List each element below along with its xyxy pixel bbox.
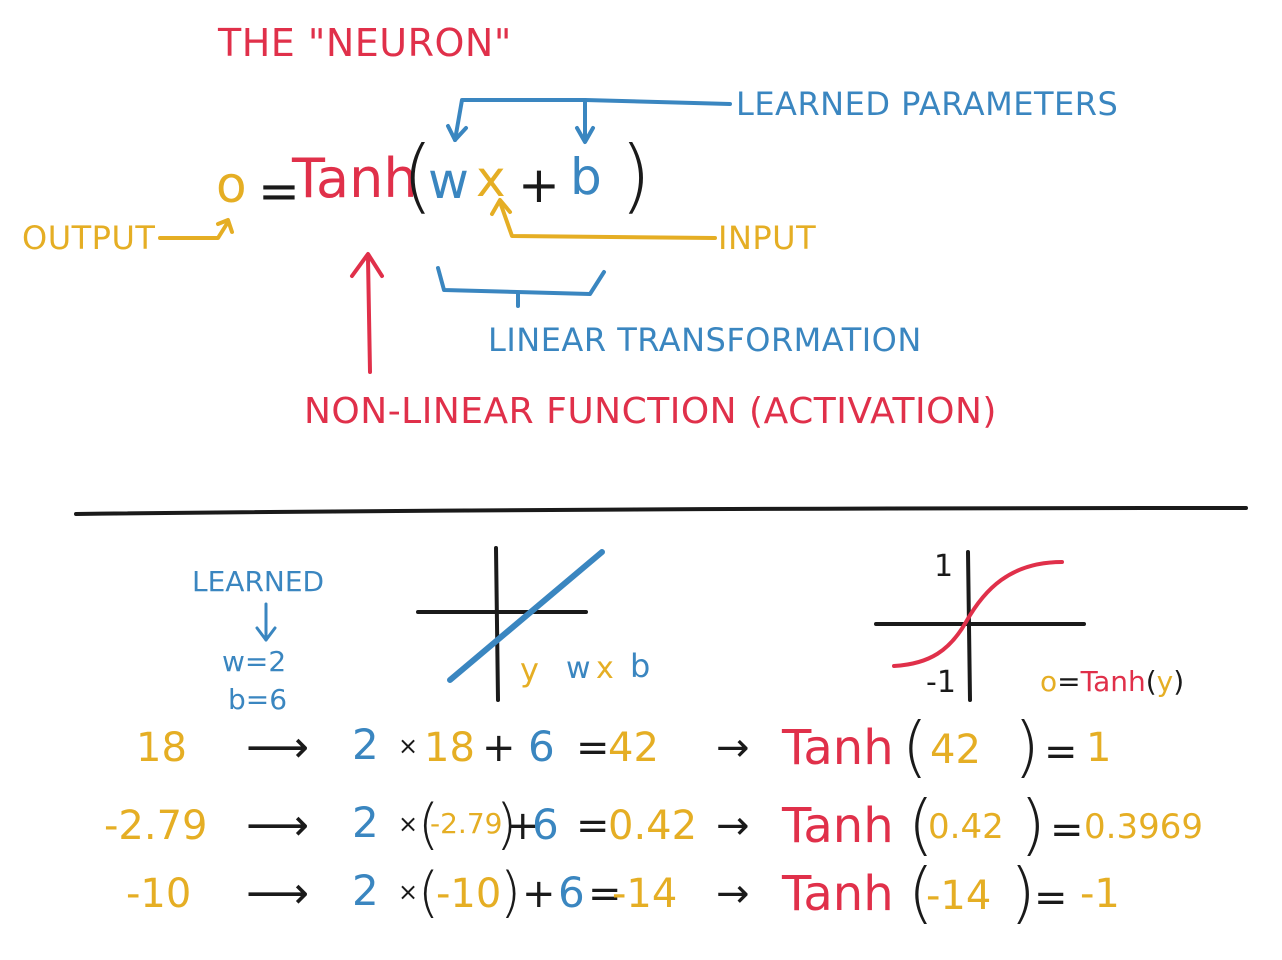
tanh-formula-lparen: ( bbox=[1145, 665, 1157, 698]
example-eq-2: = bbox=[1034, 875, 1068, 921]
section-divider bbox=[74, 506, 1248, 516]
learned-parameters-label: LEARNED PARAMETERS bbox=[736, 85, 1119, 123]
equation-plus: + bbox=[518, 156, 560, 214]
example-tanh: Tanh bbox=[782, 720, 894, 776]
example-inner-lparen: ( bbox=[908, 786, 934, 863]
example-input: 18 bbox=[136, 725, 187, 771]
example-weight: 2 bbox=[352, 720, 379, 769]
output-label: OUTPUT bbox=[22, 219, 156, 257]
equation-tanh: Tanh bbox=[292, 147, 418, 210]
linear-graph-b-label: b bbox=[630, 647, 651, 685]
example-bias: 6 bbox=[532, 800, 559, 849]
example-tanh: Tanh bbox=[782, 798, 894, 854]
example-eq-2: = bbox=[1050, 807, 1084, 853]
example-x: 18 bbox=[424, 725, 475, 771]
linear-transformation-label: LINEAR TRANSFORMATION bbox=[488, 321, 922, 359]
tanh-formula-y: y bbox=[1156, 665, 1174, 698]
example-times: × bbox=[398, 810, 419, 838]
example-rparen: ) bbox=[496, 793, 518, 856]
non-linear-function-label: NON-LINEAR FUNCTION (ACTIVATION) bbox=[304, 391, 997, 432]
example-eq-2: = bbox=[1044, 729, 1078, 775]
example-arrow-2: → bbox=[716, 803, 750, 849]
example-bias: 6 bbox=[528, 722, 555, 771]
example-x: -10 bbox=[436, 871, 502, 917]
example-input: -2.79 bbox=[104, 803, 208, 849]
example-output: 1 bbox=[1086, 725, 1112, 771]
tanh-graph-tick-top: 1 bbox=[934, 549, 954, 584]
tanh-formula-o: o bbox=[1040, 665, 1058, 698]
tanh-formula-tanh: Tanh bbox=[1080, 665, 1146, 698]
tanh-graph-tick-bottom: -1 bbox=[926, 665, 956, 700]
example-output: -1 bbox=[1080, 871, 1120, 917]
learned-bias-value: b=6 bbox=[228, 683, 288, 716]
linear-graph-x-label: x bbox=[596, 651, 614, 686]
tanh-formula-rparen: ) bbox=[1173, 665, 1185, 698]
example-eq: = bbox=[576, 803, 610, 849]
example-inner-lparen: ( bbox=[902, 708, 928, 785]
learned-heading: LEARNED bbox=[192, 565, 325, 598]
example-x: -2.79 bbox=[430, 807, 503, 840]
example-inner-rparen: ) bbox=[1014, 708, 1040, 785]
learned-parameters-connector bbox=[446, 98, 732, 144]
equation-right-paren: ) bbox=[620, 129, 652, 222]
example-arrow-2: → bbox=[716, 725, 750, 771]
equation-left-paren: ( bbox=[402, 129, 434, 222]
example-linear: 42 bbox=[608, 725, 659, 771]
example-inner: -14 bbox=[926, 873, 992, 919]
learned-down-arrow bbox=[255, 602, 277, 642]
equation-weight: w bbox=[428, 152, 469, 210]
example-plus: + bbox=[506, 803, 540, 849]
example-inner-lparen: ( bbox=[908, 854, 934, 931]
equation-bias: b bbox=[570, 148, 602, 206]
example-eq: = bbox=[588, 871, 622, 917]
learned-weight-value: w=2 bbox=[222, 645, 287, 678]
output-arrow bbox=[158, 218, 234, 240]
input-label: INPUT bbox=[718, 219, 817, 257]
example-eq: = bbox=[576, 725, 610, 771]
example-arrow: ⟶ bbox=[246, 868, 310, 919]
example-inner: 0.42 bbox=[928, 807, 1004, 847]
activation-arrow bbox=[350, 252, 384, 374]
example-inner-rparen: ) bbox=[1010, 854, 1036, 931]
example-lparen: ( bbox=[418, 793, 440, 856]
tanh-graph-formula: o=Tanh(y) bbox=[1040, 668, 1184, 696]
example-arrow-2: → bbox=[716, 871, 750, 917]
linear-graph-y-label: y bbox=[520, 651, 539, 689]
example-bias: 6 bbox=[558, 868, 585, 917]
example-inner: 42 bbox=[930, 727, 981, 773]
linear-transformation-bracket bbox=[436, 266, 606, 308]
equation-equals: = bbox=[258, 162, 300, 220]
example-arrow: ⟶ bbox=[246, 800, 310, 851]
example-weight: 2 bbox=[352, 866, 379, 915]
linear-graph-axes bbox=[416, 546, 588, 702]
example-linear: 0.42 bbox=[608, 803, 698, 849]
example-output: 0.3969 bbox=[1084, 807, 1203, 847]
example-inner-rparen: ) bbox=[1020, 786, 1046, 863]
page-title: THE "NEURON" bbox=[218, 21, 512, 65]
example-rparen: ) bbox=[500, 861, 522, 924]
example-linear: -14 bbox=[612, 871, 678, 917]
example-arrow: ⟶ bbox=[246, 722, 310, 773]
example-lparen: ( bbox=[418, 861, 440, 924]
equation-output: o bbox=[216, 156, 247, 214]
example-tanh: Tanh bbox=[782, 866, 894, 922]
example-plus: + bbox=[482, 725, 516, 771]
example-weight: 2 bbox=[352, 798, 379, 847]
example-plus: + bbox=[522, 871, 556, 917]
example-times: × bbox=[398, 878, 419, 906]
tanh-curve bbox=[892, 560, 1064, 668]
example-input: -10 bbox=[126, 871, 192, 917]
example-times: × bbox=[398, 732, 419, 760]
linear-graph-w-label: w bbox=[566, 651, 591, 686]
equation-input-x: x bbox=[476, 150, 506, 208]
tanh-formula-eq: = bbox=[1057, 665, 1081, 698]
